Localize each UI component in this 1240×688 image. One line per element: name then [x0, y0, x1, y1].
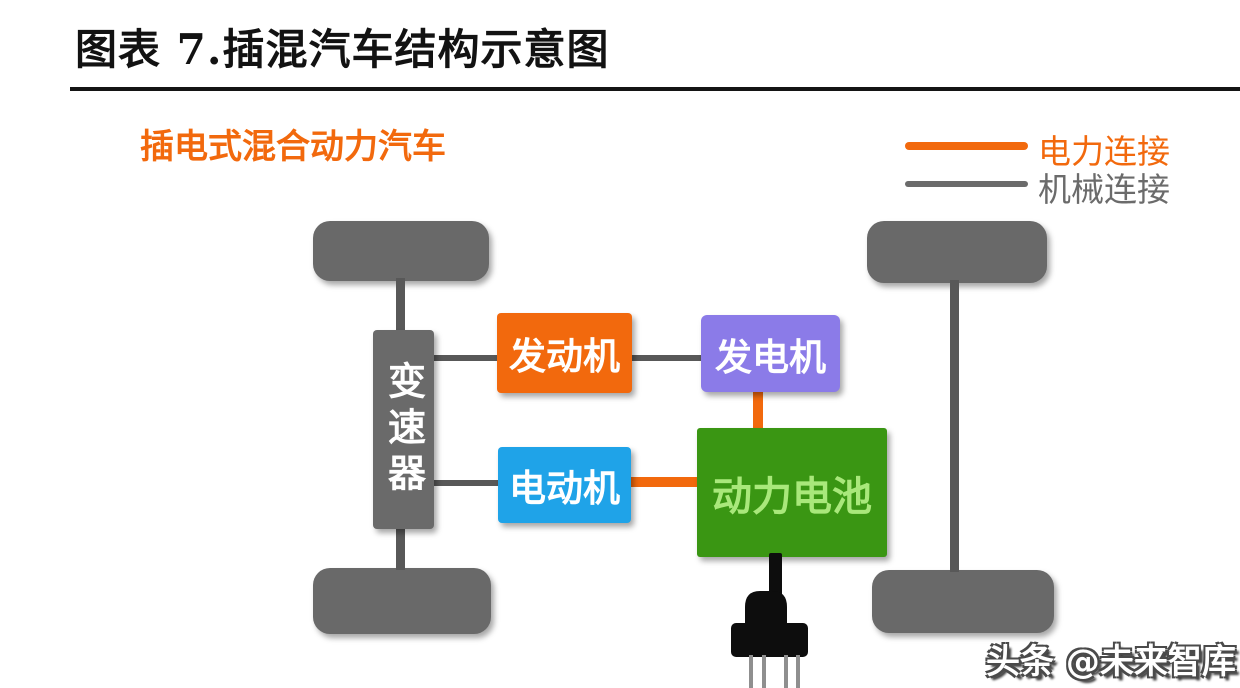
- connection-frontleftwheel-transmission: [396, 278, 405, 332]
- wheel-front-left: [313, 221, 489, 281]
- wheel-rear-left: [313, 568, 491, 634]
- node-generator: 发电机: [701, 315, 840, 392]
- legend-label-electrical: 电力连接: [1038, 132, 1170, 171]
- node-motor: 电动机: [498, 447, 631, 523]
- wheel-front-right: [867, 221, 1047, 283]
- connection-engine-generator: [631, 355, 701, 361]
- battery-label: 动力电池: [712, 473, 872, 520]
- power-plug-icon: [731, 553, 808, 688]
- title-divider-rule: [70, 87, 1240, 91]
- wheel-rear-right: [872, 570, 1054, 633]
- connection-right-axle: [950, 280, 959, 572]
- connection-transmission-rearleftwheel: [396, 527, 405, 570]
- node-engine: 发动机: [497, 313, 632, 393]
- watermark: 头条 @未来智库: [986, 642, 1236, 682]
- vehicle-type-label: 插电式混合动力汽车: [140, 127, 446, 167]
- generator-label: 发电机: [715, 335, 826, 379]
- engine-label: 发动机: [509, 335, 620, 378]
- connection-transmission-engine: [433, 355, 498, 361]
- figure-title: 图表 7.插混汽车结构示意图: [75, 25, 610, 74]
- mechanical-line-swatch: [905, 181, 1028, 187]
- node-battery: 动力电池: [697, 428, 887, 557]
- connection-transmission-motor: [433, 480, 499, 486]
- legend-label-mechanical: 机械连接: [1038, 170, 1170, 209]
- transmission-label: 变速器: [381, 360, 426, 499]
- connection-generator-battery: [753, 391, 763, 430]
- node-transmission: 变速器: [373, 330, 434, 529]
- electrical-line-swatch: [905, 142, 1028, 150]
- motor-label: 电动机: [509, 467, 620, 510]
- connection-motor-battery: [630, 477, 698, 487]
